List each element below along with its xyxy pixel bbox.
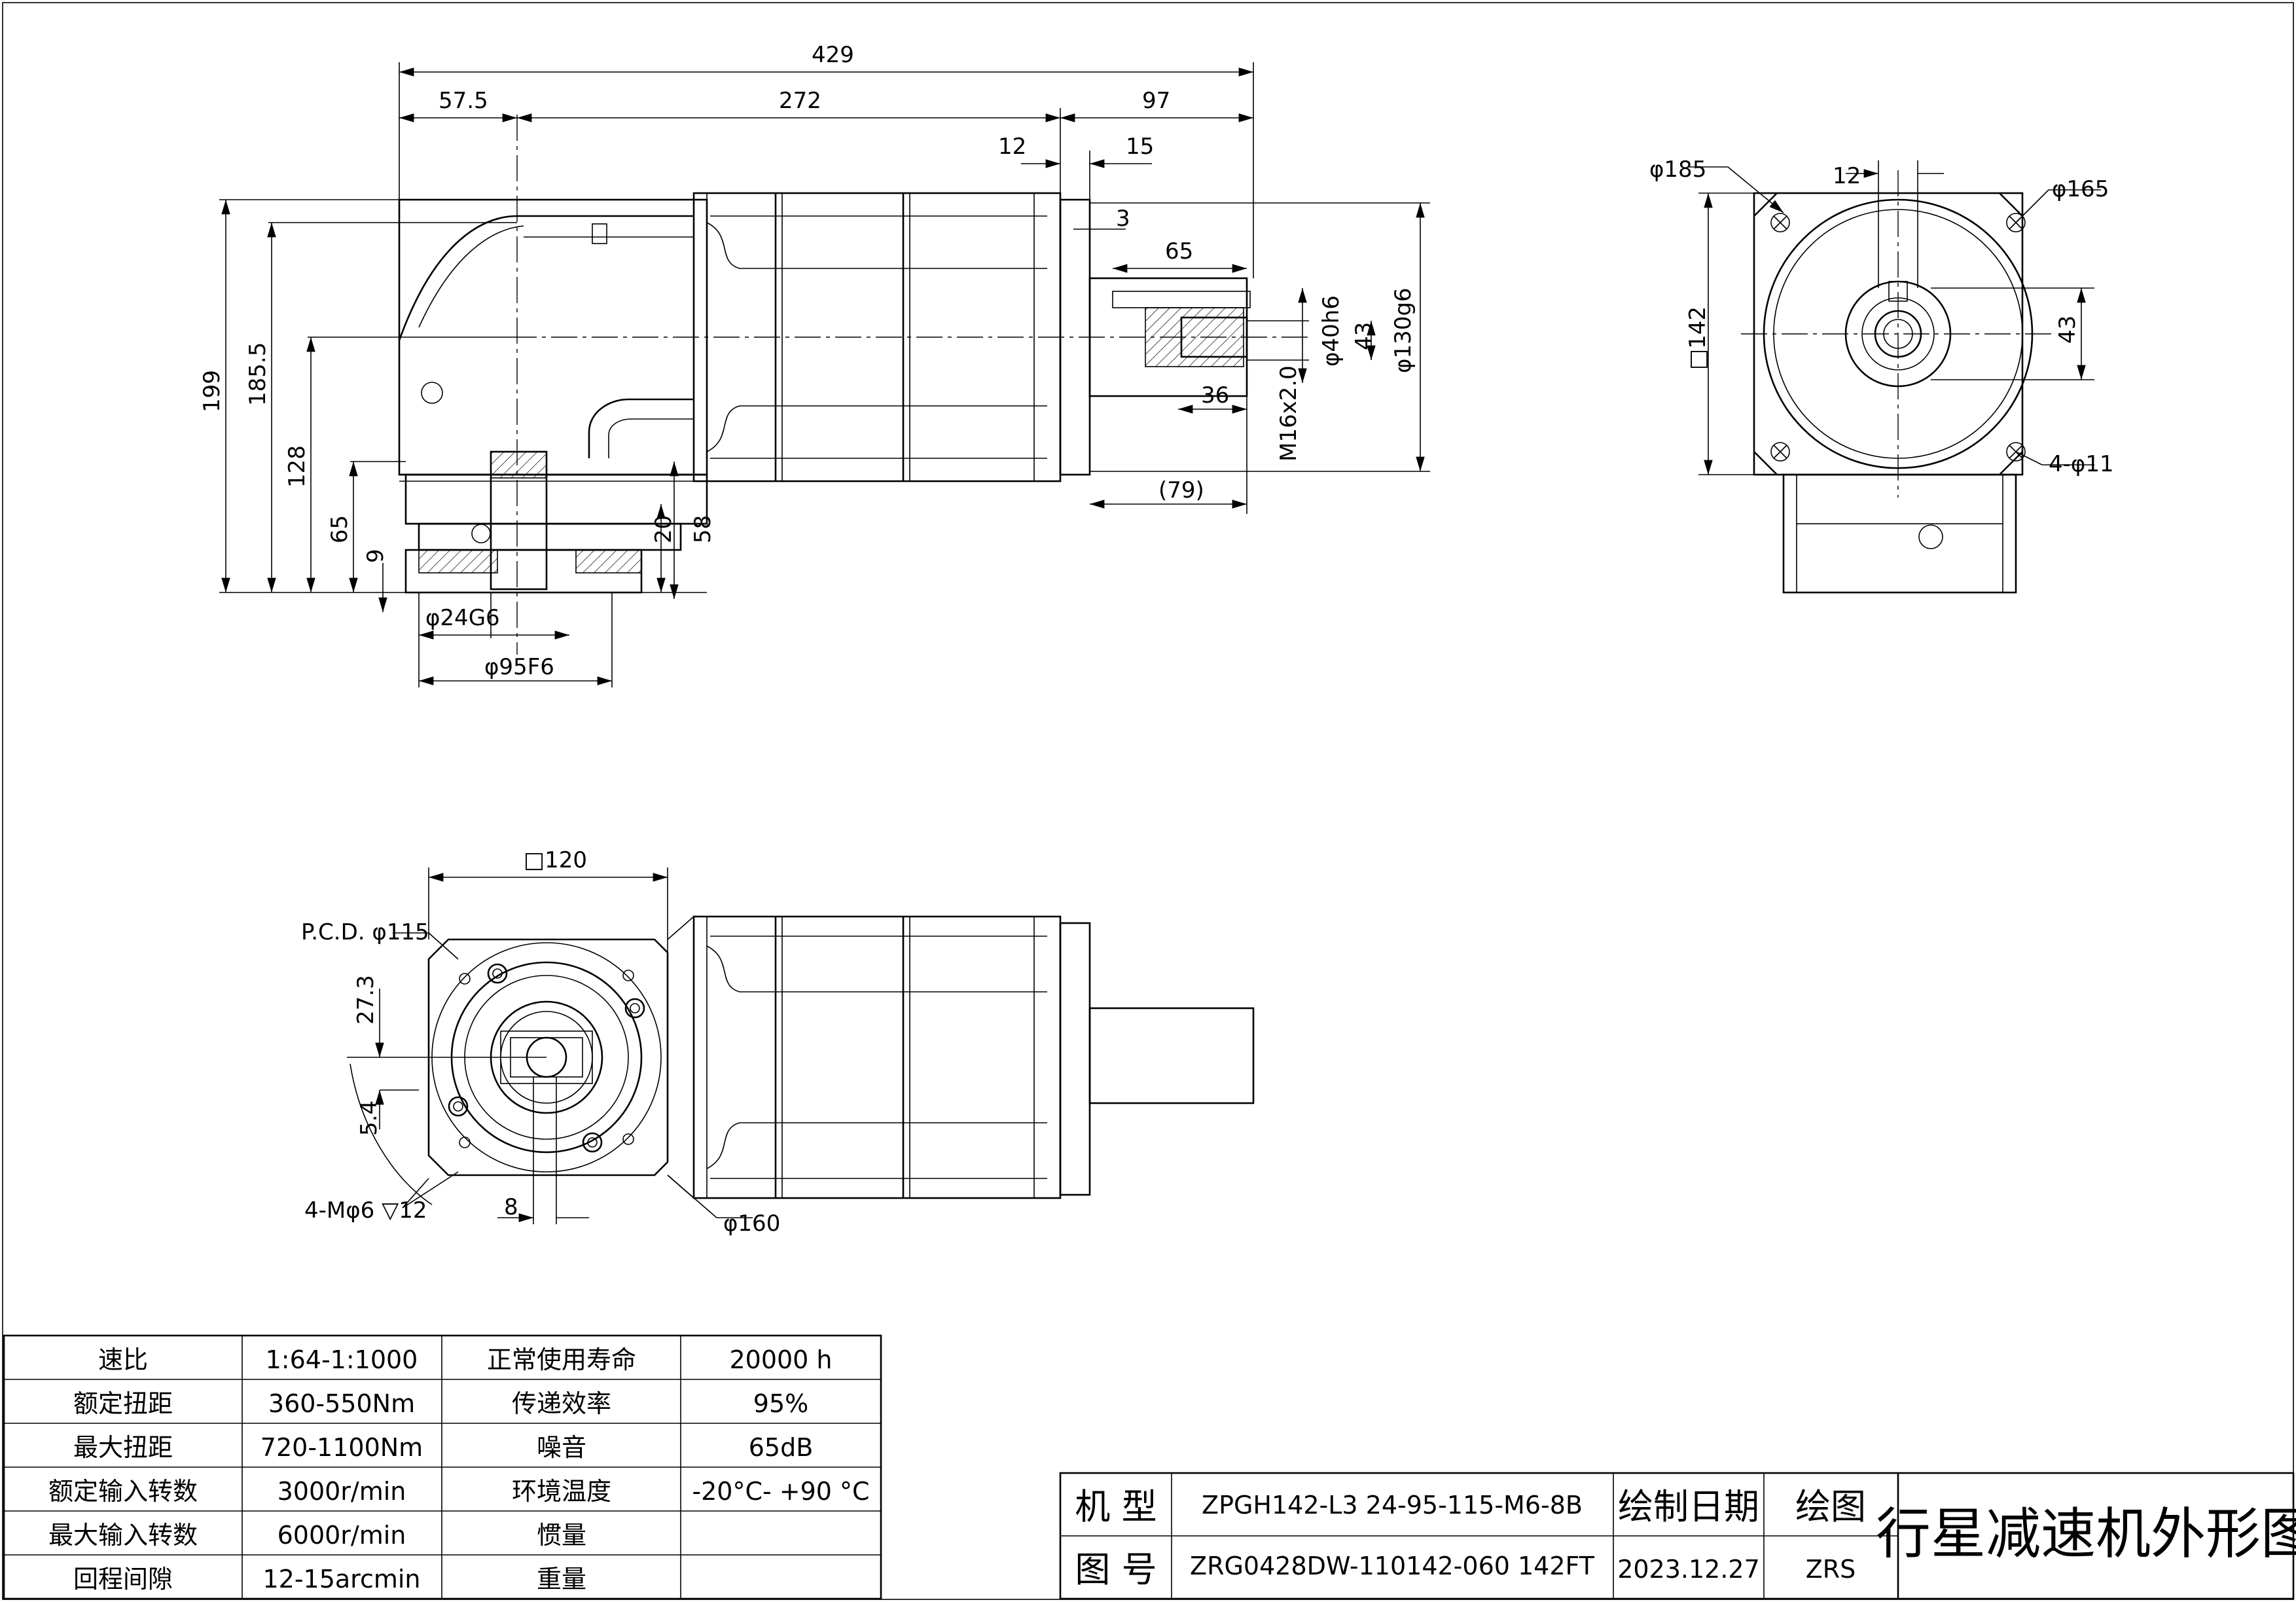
dim-height-65: 65 (327, 515, 353, 543)
top-dim-holes: 4-Mφ6 ▽12 (304, 1197, 427, 1224)
dim-shaft-ref: (79) (1158, 477, 1204, 503)
spec-table: 速比 1:64-1:1000 正常使用寿命 20000 h 额定扭距 360-5… (3, 1334, 882, 1600)
drawing-title: 行星减速机外形图 (1876, 1502, 2296, 1566)
spec-value-max-speed: 6000r/min (278, 1521, 406, 1550)
dim-overall-length: 429 (812, 42, 854, 68)
top-dim-key-depth: 27.3 (353, 975, 379, 1025)
top-view: □120 P.C.D. φ115 27.3 5.4 4-Mφ6 ▽12 8 φ1… (301, 847, 1255, 1237)
spec-value-temperature: -20°C- +90 °C (692, 1477, 869, 1506)
dim-shaft-step: 15 (1126, 134, 1154, 160)
title-block: 机 型 ZPGH142-L3 24-95-115-M6-8B 图 号 ZRG04… (1059, 1472, 2296, 1600)
spec-label-weight: 重量 (537, 1565, 586, 1593)
dim-58: 58 (690, 515, 716, 543)
spec-label-inertia: 惯量 (537, 1521, 586, 1550)
spec-label-noise: 噪音 (537, 1433, 586, 1462)
spec-label-efficiency: 传递效率 (512, 1389, 611, 1418)
end-dim-key-width: 12 (1833, 163, 1861, 189)
dim-height-128: 128 (284, 445, 310, 488)
spec-value-life: 20000 h (729, 1345, 832, 1374)
spec-value-max-torque: 720-1100Nm (260, 1433, 423, 1462)
spec-value-ratio: 1:64-1:1000 (266, 1345, 418, 1374)
dim-input-bore: φ24G6 (425, 605, 500, 631)
drafter-label: 绘图 (1795, 1486, 1866, 1527)
dim-input-pilot: φ95F6 (484, 654, 554, 680)
spec-label-life: 正常使用寿命 (487, 1345, 636, 1374)
top-dim-keyway-depth: 5.4 (356, 1101, 382, 1136)
dim-key-height: 43 (1351, 322, 1377, 350)
dim-key-length: 65 (1165, 238, 1193, 264)
spec-value-noise: 65dB (749, 1433, 814, 1462)
spec-label-max-speed: 最大输入转数 (48, 1521, 198, 1550)
spec-label-rated-torque: 额定扭距 (73, 1389, 173, 1418)
dim-height-185: 185.5 (245, 342, 271, 406)
end-dim-key-depth: 43 (2054, 316, 2081, 344)
dim-input-offset: 57.5 (439, 88, 488, 114)
spec-label-max-torque: 最大扭距 (73, 1433, 173, 1462)
spec-value-rated-torque: 360-550Nm (268, 1389, 415, 1418)
spec-value-rated-speed: 3000r/min (278, 1477, 406, 1506)
dim-shoulder: 3 (1116, 206, 1130, 232)
model-value: ZPGH142-L3 24-95-115-M6-8B (1202, 1491, 1583, 1520)
end-dim-holes: 4-φ11 (2049, 451, 2114, 477)
dim-body-length: 272 (779, 88, 821, 114)
end-view: φ185 12 φ165 □142 43 4-φ11 (1649, 156, 2114, 594)
dim-flange-thk: 12 (998, 134, 1026, 160)
top-dim-key-width: 8 (504, 1194, 518, 1220)
spec-label-rated-speed: 额定输入转数 (48, 1477, 198, 1506)
dim-shaft-dia: φ40h6 (1318, 295, 1344, 367)
dim-9: 9 (363, 549, 389, 563)
end-dim-square: □142 (1685, 306, 1711, 370)
dim-height-total: 199 (199, 370, 225, 412)
top-dim-pcd: P.C.D. φ115 (301, 919, 429, 945)
spec-label-backlash: 回程间隙 (73, 1565, 173, 1593)
dim-pilot-dia: φ130g6 (1390, 287, 1416, 373)
top-dim-body-dia: φ160 (723, 1211, 780, 1237)
end-dim-flange-dia: φ185 (1649, 156, 1706, 183)
dim-shaft-length: 97 (1142, 88, 1170, 114)
drawing-no-label: 图 号 (1075, 1549, 1157, 1590)
dim-key-offset: 36 (1201, 382, 1229, 409)
model-label: 机 型 (1075, 1486, 1157, 1527)
dim-20: 20 (651, 515, 677, 543)
date-label: 绘制日期 (1618, 1486, 1759, 1527)
top-dim-square: □120 (524, 847, 587, 873)
date-value: 2023.12.27 (1617, 1555, 1760, 1584)
spec-value-efficiency: 95% (753, 1389, 808, 1418)
spec-value-backlash: 12-15arcmin (262, 1565, 420, 1593)
spec-label-temperature: 环境温度 (512, 1477, 611, 1506)
spec-label-ratio: 速比 (98, 1345, 148, 1374)
drafter-value: ZRS (1806, 1555, 1856, 1584)
drawing-no-value: ZRG0428DW-110142-060 142FT (1190, 1552, 1595, 1580)
front-view: 429 57.5 272 97 12 15 3 65 36 (79) φ40h6… (199, 42, 1430, 687)
end-dim-pcd: φ165 (2052, 176, 2109, 202)
dim-thread: M16x2.0 (1276, 365, 1302, 462)
